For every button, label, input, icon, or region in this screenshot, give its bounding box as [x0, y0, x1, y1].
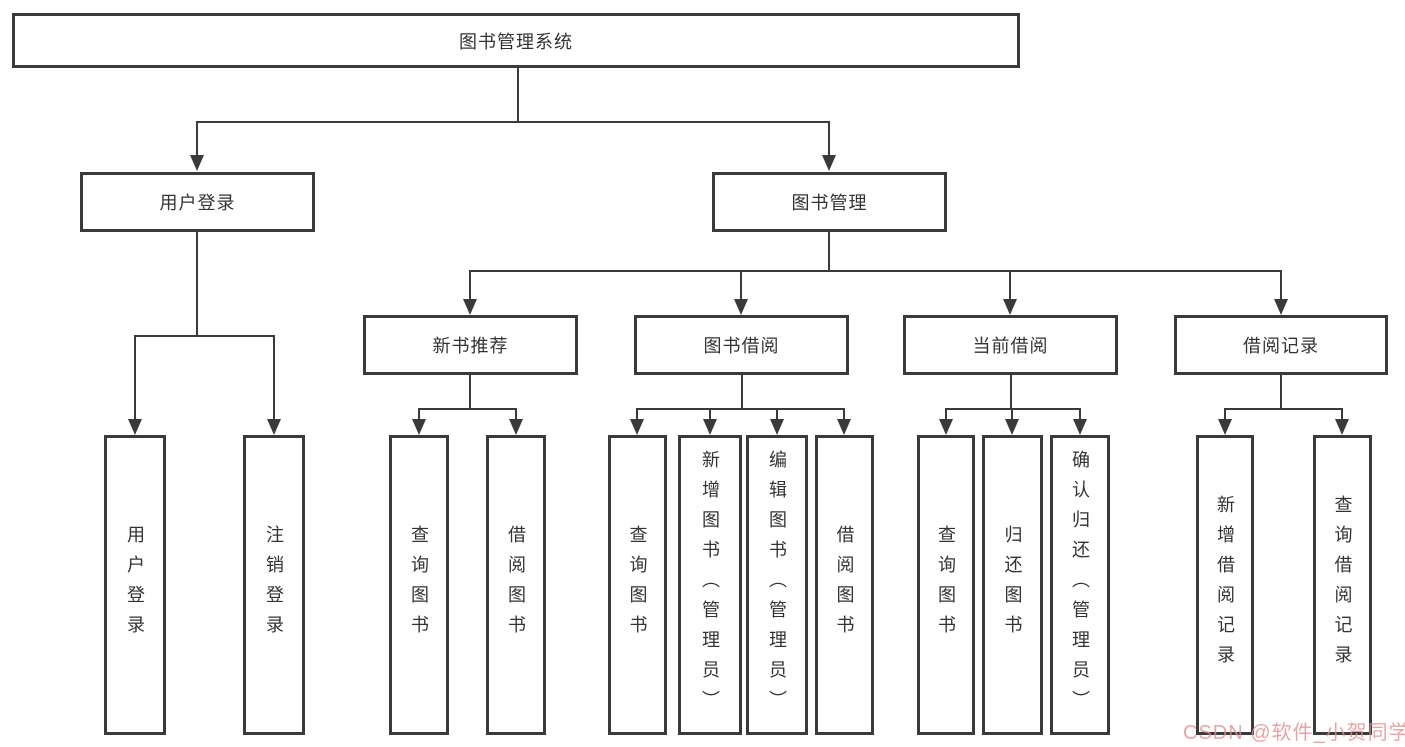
node-borrow-records: 借阅记录 — [1174, 315, 1388, 375]
node-root-label: 图书管理系统 — [459, 31, 573, 52]
connector-user-login-stem — [196, 232, 198, 335]
arrow-down — [1003, 299, 1017, 315]
leaf-label: 新增图书（管理员） — [700, 450, 720, 720]
node-current-borrow-label: 当前借阅 — [972, 336, 1049, 356]
connector-level2-rail — [196, 121, 830, 123]
connector-stem — [843, 408, 845, 421]
arrow-down — [1274, 299, 1288, 315]
arrow-down — [267, 419, 281, 435]
connector-stem — [1280, 270, 1282, 300]
leaf-label: 用户登录 — [125, 525, 145, 645]
connector-stem — [1011, 408, 1013, 421]
connector-stem — [636, 408, 638, 421]
arrow-down — [412, 419, 426, 435]
node-book-management-label: 图书管理 — [791, 193, 868, 213]
leaf-add-borrow-record: 新增借阅记录 — [1196, 435, 1254, 735]
connector-stem — [741, 375, 743, 408]
node-root-system: 图书管理系统 — [12, 13, 1020, 68]
arrow-down — [770, 419, 784, 435]
connector-rail — [636, 408, 845, 410]
connector-level3-rail — [469, 270, 1282, 272]
arrow-down — [734, 299, 748, 315]
leaf-label: 查询图书 — [409, 525, 429, 645]
connector-root-stem — [517, 68, 519, 121]
connector-stem — [469, 375, 471, 408]
arrow-down — [1005, 419, 1019, 435]
leaf-query-borrow-record: 查询借阅记录 — [1313, 435, 1372, 735]
leaf-label: 查询图书 — [627, 525, 648, 645]
connector-stem — [709, 408, 711, 421]
connector-stem — [945, 408, 947, 421]
csdn-watermark: CSDN @软件_小贺同学 — [1183, 716, 1405, 745]
node-book-management: 图书管理 — [712, 172, 947, 232]
arrow-down — [509, 419, 523, 435]
node-current-borrow: 当前借阅 — [903, 315, 1118, 375]
node-new-book-recommend-label: 新书推荐 — [432, 336, 509, 356]
connector-stem — [196, 121, 198, 157]
node-book-borrow-label: 图书借阅 — [703, 336, 780, 356]
leaf-add-books-admin: 新增图书（管理员） — [678, 435, 742, 735]
arrow-down — [630, 419, 644, 435]
connector-stem — [134, 335, 136, 421]
leaf-borrow-books: 借阅图书 — [815, 435, 874, 735]
leaf-label: 借阅图书 — [834, 525, 855, 645]
leaf-logout: 注销登录 — [243, 435, 305, 735]
connector-rail — [418, 408, 517, 410]
connector-rail — [945, 408, 1081, 410]
arrow-down — [939, 419, 953, 435]
connector-stem — [740, 270, 742, 300]
node-book-borrow: 图书借阅 — [634, 315, 849, 375]
connector-stem — [1009, 270, 1011, 300]
arrow-down — [1073, 419, 1087, 435]
arrow-down — [822, 155, 836, 171]
connector-user-login-rail — [134, 335, 275, 337]
node-new-book-recommend: 新书推荐 — [363, 315, 578, 375]
connector-book-mgmt-stem — [828, 232, 830, 270]
connector-stem — [1079, 408, 1081, 421]
leaf-user-login: 用户登录 — [104, 435, 166, 735]
leaf-query-books-recommend: 查询图书 — [389, 435, 449, 735]
arrow-down — [703, 419, 717, 435]
connector-stem — [1341, 408, 1343, 421]
leaf-label: 归还图书 — [1002, 525, 1023, 645]
connector-rail — [1224, 408, 1343, 410]
leaf-label: 确认归还（管理员） — [1070, 450, 1090, 720]
leaf-label: 借阅图书 — [506, 525, 526, 645]
node-borrow-records-label: 借阅记录 — [1243, 336, 1319, 356]
leaf-edit-books-admin: 编辑图书（管理员） — [746, 435, 808, 735]
node-user-login: 用户登录 — [80, 172, 315, 232]
connector-stem — [1010, 375, 1012, 408]
arrow-down — [1335, 419, 1349, 435]
connector-stem — [273, 335, 275, 421]
connector-stem — [828, 121, 830, 157]
connector-stem — [469, 270, 471, 300]
leaf-borrow-books-recommend: 借阅图书 — [486, 435, 546, 735]
leaf-label: 注销登录 — [264, 525, 284, 645]
arrow-down — [1218, 419, 1232, 435]
node-user-login-label: 用户登录 — [159, 193, 236, 213]
connector-stem — [1280, 375, 1282, 408]
leaf-label: 查询图书 — [936, 525, 956, 645]
connector-stem — [515, 408, 517, 421]
arrow-down — [190, 155, 204, 171]
leaf-confirm-return-admin: 确认归还（管理员） — [1050, 435, 1110, 735]
connector-stem — [776, 408, 778, 421]
arrow-down — [128, 419, 142, 435]
csdn-watermark-text: CSDN @软件_小贺同学 — [1183, 722, 1405, 744]
connector-stem — [418, 408, 420, 421]
leaf-label: 查询借阅记录 — [1332, 495, 1353, 675]
arrow-down — [463, 299, 477, 315]
leaf-label: 新增借阅记录 — [1215, 495, 1235, 675]
leaf-query-books-current: 查询图书 — [917, 435, 975, 735]
leaf-label: 编辑图书（管理员） — [767, 450, 787, 720]
arrow-down — [837, 419, 851, 435]
connector-stem — [1224, 408, 1226, 421]
leaf-query-books-borrow: 查询图书 — [608, 435, 667, 735]
leaf-return-books: 归还图书 — [982, 435, 1043, 735]
